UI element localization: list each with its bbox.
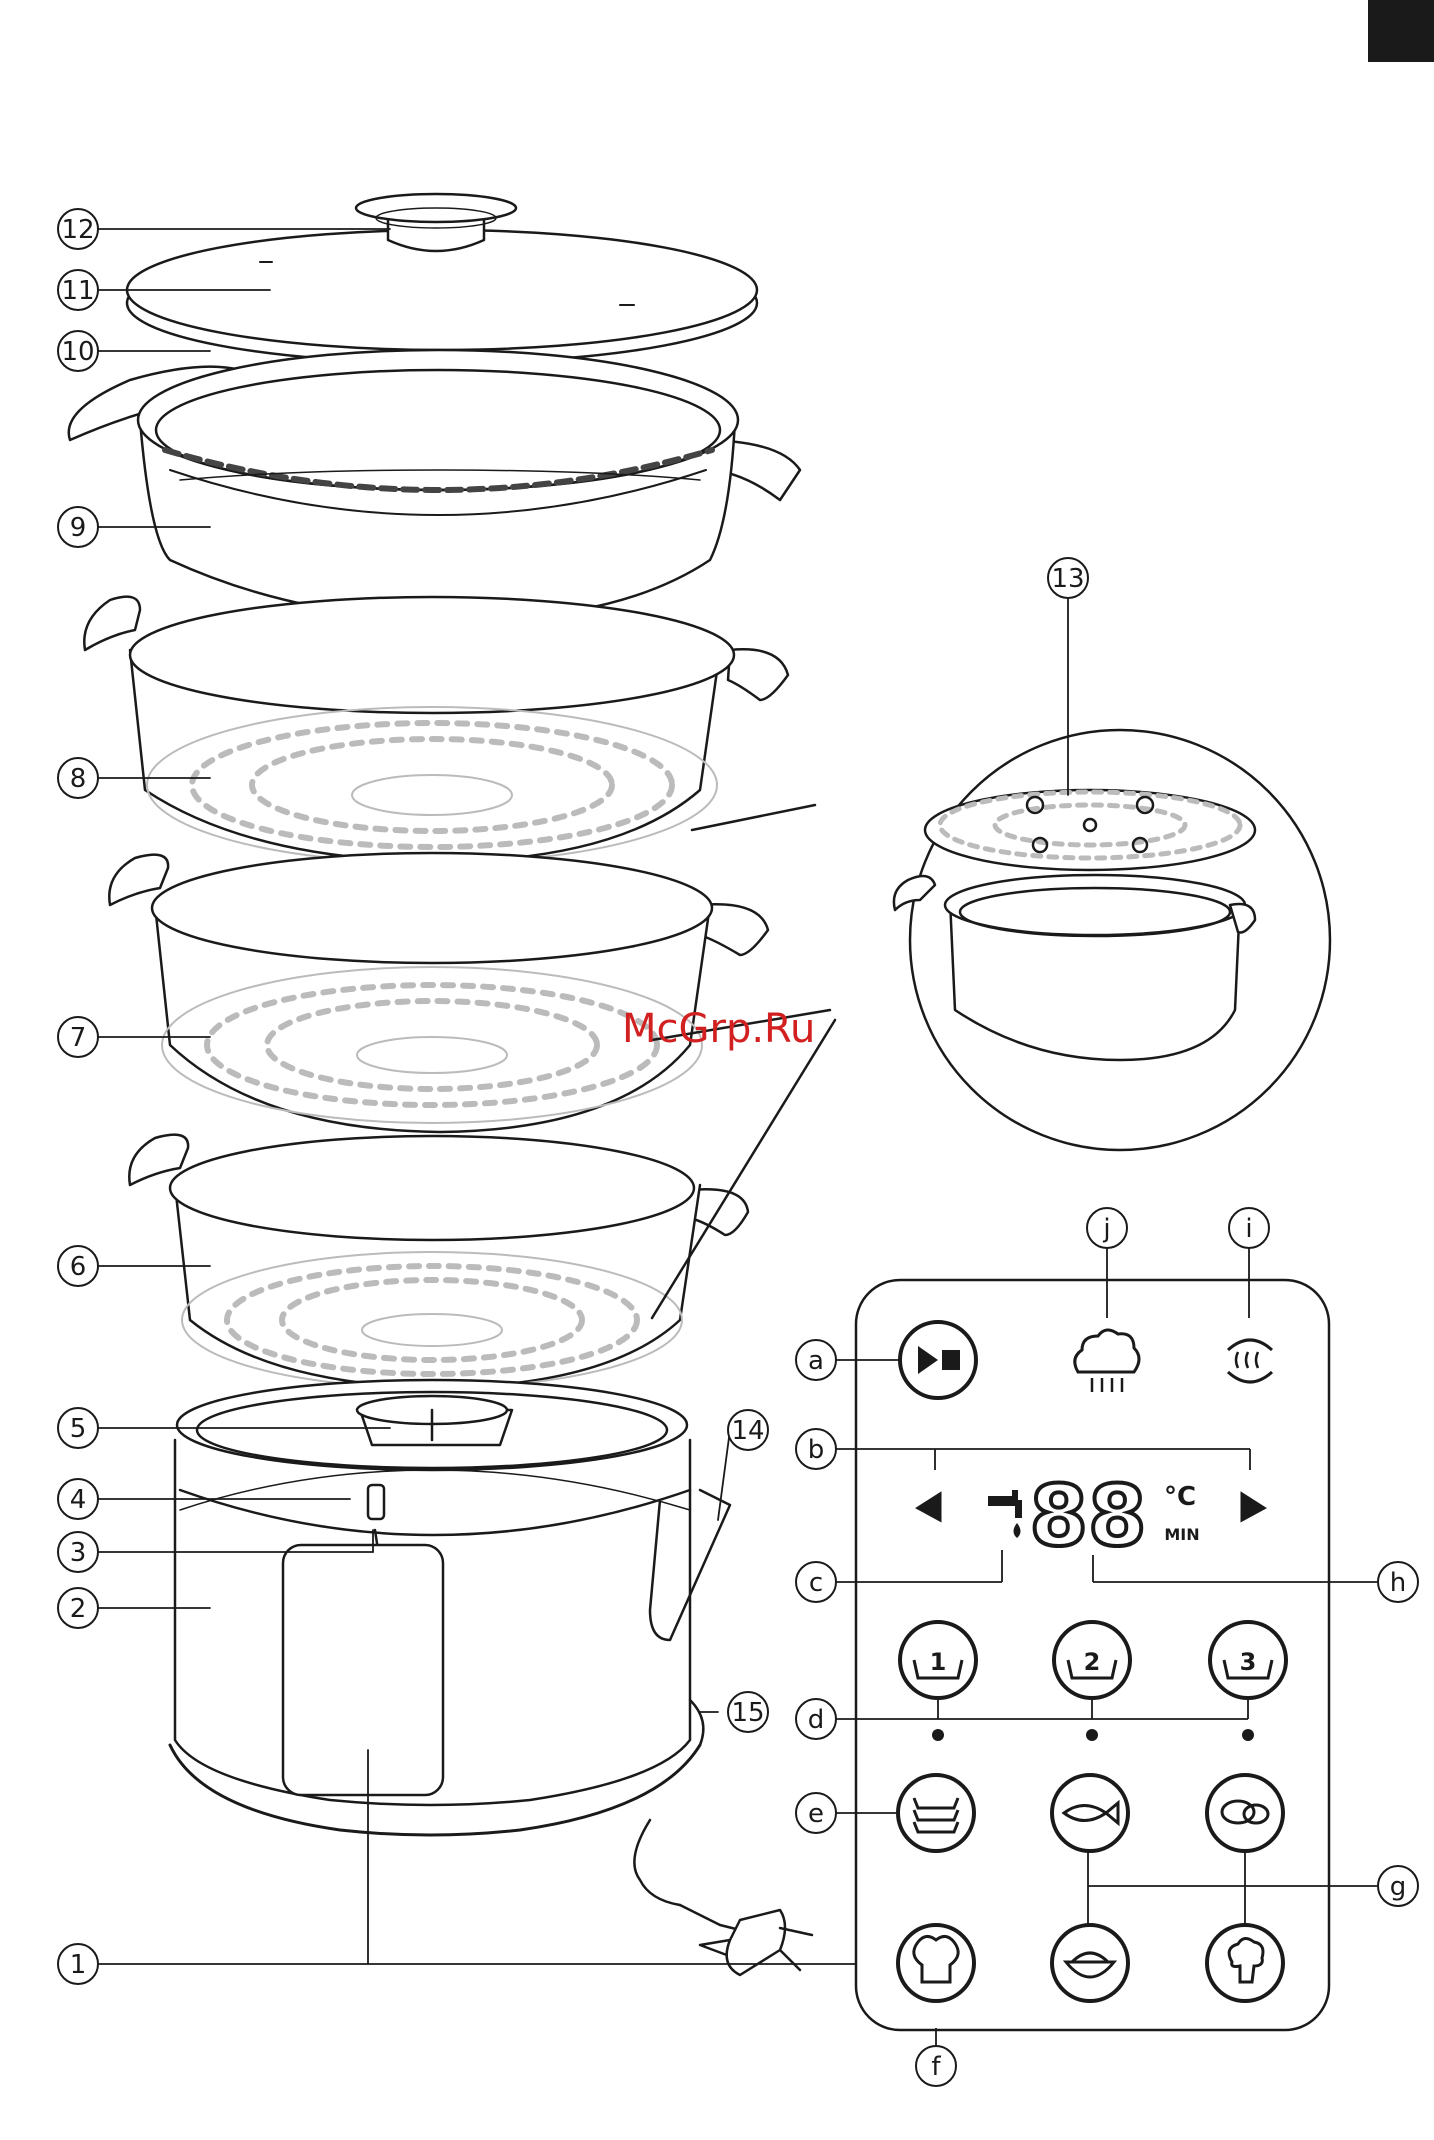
basket-2-label: 2	[1084, 1648, 1101, 1676]
potato-program-button[interactable]	[1207, 1775, 1283, 1851]
callout-g-label: g	[1390, 1872, 1407, 1902]
steam-basket-2	[109, 853, 768, 1132]
callout-13: 13	[1048, 558, 1088, 598]
callout-10: 10	[58, 331, 98, 371]
callout-a-label: a	[808, 1346, 824, 1376]
basket-3-led	[1242, 1729, 1254, 1741]
callout-j-label: j	[1102, 1214, 1110, 1244]
callout-b: b	[796, 1429, 836, 1469]
callout-b-label: b	[808, 1435, 825, 1465]
callout-15: 15	[728, 1692, 768, 1732]
callout-1: 1	[58, 1944, 98, 1984]
callout-2: 2	[58, 1588, 98, 1628]
basket-1-led	[932, 1729, 944, 1741]
callout-f: f	[916, 2046, 956, 2086]
callout-g: g	[1378, 1866, 1418, 1906]
callout-2-label: 2	[70, 1594, 87, 1624]
callout-d: d	[796, 1699, 836, 1739]
callout-7: 7	[58, 1017, 98, 1057]
steam-basket-3	[84, 597, 788, 863]
callout-13-label: 13	[1051, 564, 1084, 594]
basket-3-label: 3	[1240, 1648, 1257, 1676]
vegetable-program-button[interactable]	[1207, 1925, 1283, 2001]
callout-12: 12	[58, 209, 98, 249]
basket-3-button[interactable]: 3	[1210, 1622, 1286, 1698]
callout-4: 4	[58, 1479, 98, 1519]
fish-program-button[interactable]	[1052, 1775, 1128, 1851]
callout-d-label: d	[808, 1705, 825, 1735]
callout-e-label: e	[808, 1799, 824, 1829]
stop-icon	[942, 1350, 960, 1370]
callout-15-label: 15	[731, 1698, 764, 1728]
basket-2-led	[1086, 1729, 1098, 1741]
callout-6-label: 6	[70, 1252, 87, 1282]
display-unit-temp: °C	[1164, 1482, 1196, 1512]
callout-h: h	[1378, 1562, 1418, 1602]
callout-5: 5	[58, 1408, 98, 1448]
page-corner-tab	[1368, 0, 1434, 62]
callout-7-label: 7	[70, 1023, 87, 1053]
callout-h-label: h	[1390, 1568, 1406, 1598]
control-panel: 88 °C MIN 1 2 3	[836, 1248, 1378, 2046]
display-digits: 88	[1030, 1467, 1147, 1565]
rice-bowl	[69, 350, 800, 620]
start-stop-button[interactable]	[900, 1322, 976, 1398]
callout-a: a	[796, 1340, 836, 1380]
callout-1-label: 1	[70, 1950, 87, 1980]
callout-8-label: 8	[70, 764, 87, 794]
callout-c: c	[796, 1562, 836, 1602]
callout-6: 6	[58, 1246, 98, 1286]
lid	[127, 194, 757, 363]
basket-1-button[interactable]: 1	[900, 1622, 976, 1698]
callout-5-label: 5	[70, 1414, 87, 1444]
chef-manual-button[interactable]	[898, 1925, 974, 2001]
rice-program-button[interactable]	[1052, 1925, 1128, 2001]
display-unit-time: MIN	[1164, 1525, 1199, 1544]
basket-2-button[interactable]: 2	[1054, 1622, 1130, 1698]
callout-c-label: c	[809, 1568, 823, 1598]
callout-3: 3	[58, 1532, 98, 1572]
multi-basket-button[interactable]	[898, 1775, 974, 1851]
callout-j: j	[1087, 1208, 1127, 1248]
callout-14: 14	[728, 1410, 768, 1450]
callout-14-label: 14	[731, 1416, 764, 1446]
callout-9-label: 9	[70, 513, 87, 543]
base-unit	[170, 1380, 812, 1975]
callout-4-label: 4	[70, 1485, 87, 1515]
callout-f-label: f	[931, 2052, 941, 2082]
callout-12-label: 12	[61, 215, 94, 245]
callout-3-label: 3	[70, 1538, 87, 1568]
callout-i: i	[1229, 1208, 1269, 1248]
basket-1-label: 1	[930, 1648, 947, 1676]
callout-e: e	[796, 1793, 836, 1833]
callout-8: 8	[58, 758, 98, 798]
steam-basket-1	[129, 1135, 748, 1388]
watermark-text: McGrp.Ru	[622, 1006, 815, 1052]
callout-10-label: 10	[61, 337, 94, 367]
callout-i-label: i	[1245, 1214, 1252, 1244]
callout-11-label: 11	[61, 276, 94, 306]
callout-9: 9	[58, 507, 98, 547]
callout-11: 11	[58, 270, 98, 310]
